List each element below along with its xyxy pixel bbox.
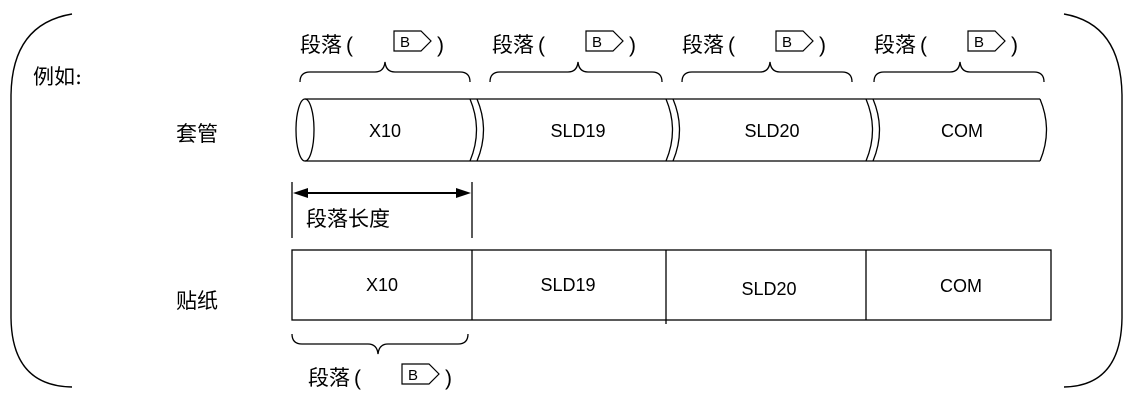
sticker-cell-label: SLD19 — [540, 275, 595, 295]
sticker-strip — [291, 249, 1052, 324]
segment-label-close-paren: ) — [445, 367, 452, 390]
segment-brace — [681, 61, 853, 83]
segment-label-open-paren: ( — [346, 34, 353, 57]
sticker-cell-label: SLD20 — [741, 279, 796, 299]
segment-code: B — [400, 34, 410, 51]
segment-code: B — [592, 34, 602, 51]
segment-label: 段落 ( B ) — [874, 30, 1018, 57]
sticker-segment-brace — [291, 333, 469, 355]
sleeve-right-end — [1039, 98, 1048, 162]
segment-label-close-paren: ) — [819, 34, 826, 57]
sleeve-tube — [295, 98, 1048, 162]
segment-code: B — [408, 367, 418, 384]
segment-label-open-paren: ( — [354, 367, 361, 390]
segment-label-word: 段落 — [874, 33, 916, 57]
segment-label-open-paren: ( — [538, 34, 545, 57]
sleeve-left-end — [295, 98, 315, 162]
sleeve-joint — [665, 98, 674, 162]
sticker-cell-label: COM — [940, 276, 982, 296]
segment-brace — [489, 61, 663, 83]
segment-label-word: 段落 — [682, 33, 724, 57]
segment-code: B — [782, 34, 792, 51]
sticker-cell-label: X10 — [366, 275, 398, 295]
sleeve-joint — [469, 98, 478, 162]
segment-label-word: 段落 — [492, 33, 534, 57]
sleeve-joint — [872, 98, 881, 162]
segment-label: 段落 ( B ) — [492, 30, 636, 57]
sleeve-joint — [865, 98, 874, 162]
sleeve-cell-label: COM — [941, 121, 983, 141]
dimension-arrow-left — [293, 188, 308, 198]
sleeve-cell-label: SLD20 — [744, 121, 799, 141]
sleeve-cell-label: SLD19 — [550, 121, 605, 141]
segment-code-box — [585, 30, 624, 52]
sleeve-cell-label: X10 — [369, 121, 401, 141]
segment-brace — [299, 61, 471, 83]
row-label-sleeve: 套管 — [176, 122, 218, 146]
segment-brace — [873, 61, 1045, 83]
segment-label: 段落 ( B ) — [300, 30, 444, 57]
outer-frame-right — [1063, 13, 1123, 388]
segment-label-word: 段落 — [300, 33, 342, 57]
segment-label: 段落 ( B ) — [682, 30, 826, 57]
segment-label-open-paren: ( — [728, 34, 735, 57]
segment-label-close-paren: ) — [1011, 34, 1018, 57]
segment-length-dimension — [291, 182, 473, 238]
segment-code-box — [967, 30, 1006, 52]
sleeve-joint — [476, 98, 485, 162]
segment-code-box — [393, 30, 432, 52]
intro-label: 例如: — [33, 65, 82, 89]
segment-label-word: 段落 — [308, 366, 350, 390]
sticker-segment-label: 段落 ( B ) — [308, 363, 452, 390]
segment-label-open-paren: ( — [920, 34, 927, 57]
row-label-sticker: 贴纸 — [176, 289, 218, 313]
segment-code-box — [775, 30, 814, 52]
dimension-arrow-right — [456, 188, 471, 198]
segment-code-box — [401, 363, 440, 385]
sleeve-joint — [672, 98, 681, 162]
outer-frame-left — [10, 13, 73, 388]
outer-frame — [10, 13, 1123, 388]
segment-code: B — [974, 34, 984, 51]
segment-label-close-paren: ) — [629, 34, 636, 57]
segment-label-close-paren: ) — [437, 34, 444, 57]
sticker-outline — [291, 249, 1052, 321]
segment-length-label: 段落长度 — [306, 207, 390, 231]
